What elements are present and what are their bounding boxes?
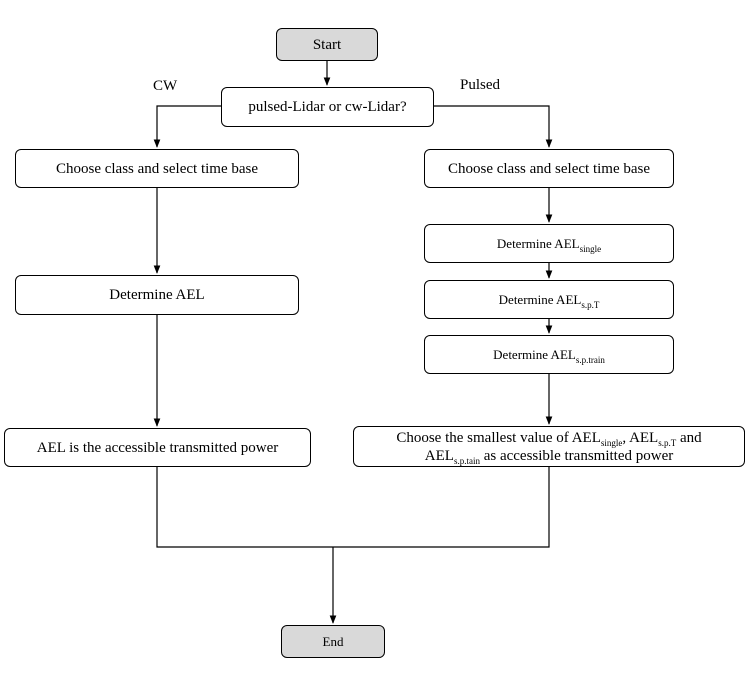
pulsed-result-node: Choose the smallest value of AELsingle, … [353, 426, 745, 467]
edge-decision-pulsed [434, 105, 553, 148]
pulsed-single-node: Determine AELsingle [424, 224, 674, 263]
edge-merge [156, 467, 550, 548]
cw-choose-node: Choose class and select time base [15, 149, 299, 188]
cw-result-node: AEL is the accessible transmitted power [4, 428, 311, 467]
cw-determine-node: Determine AEL [15, 275, 299, 315]
branch-label-pulsed: Pulsed [460, 77, 501, 93]
cw-result-label: AEL is the accessible transmitted power [36, 439, 279, 456]
end-label: End [322, 633, 344, 649]
branch-label-cw: CW [153, 78, 178, 94]
cw-determine-label: Determine AEL [109, 287, 205, 303]
start-node: Start [276, 28, 378, 61]
pulsed-sptrain-node: Determine AELs.p.train [424, 335, 674, 374]
pulsed-spt-label: Determine AELs.p.T [498, 291, 600, 310]
start-label: Start [312, 36, 342, 53]
decision-node: pulsed-Lidar or cw-Lidar? [221, 87, 434, 127]
cw-choose-label: Choose class and select time base [55, 160, 259, 177]
end-node: End [281, 625, 385, 658]
edge-decision-cw [153, 105, 221, 148]
decision-label: pulsed-Lidar or cw-Lidar? [248, 99, 407, 115]
pulsed-sptrain-label: Determine AELs.p.train [493, 346, 605, 365]
pulsed-spt-node: Determine AELs.p.T [424, 280, 674, 319]
pulsed-choose-label: Choose class and select time base [447, 160, 651, 177]
pulsed-single-label: Determine AELsingle [496, 235, 602, 254]
pulsed-result-label: Choose the smallest value of AELsingle, … [396, 429, 702, 466]
pulsed-choose-node: Choose class and select time base [424, 149, 674, 188]
